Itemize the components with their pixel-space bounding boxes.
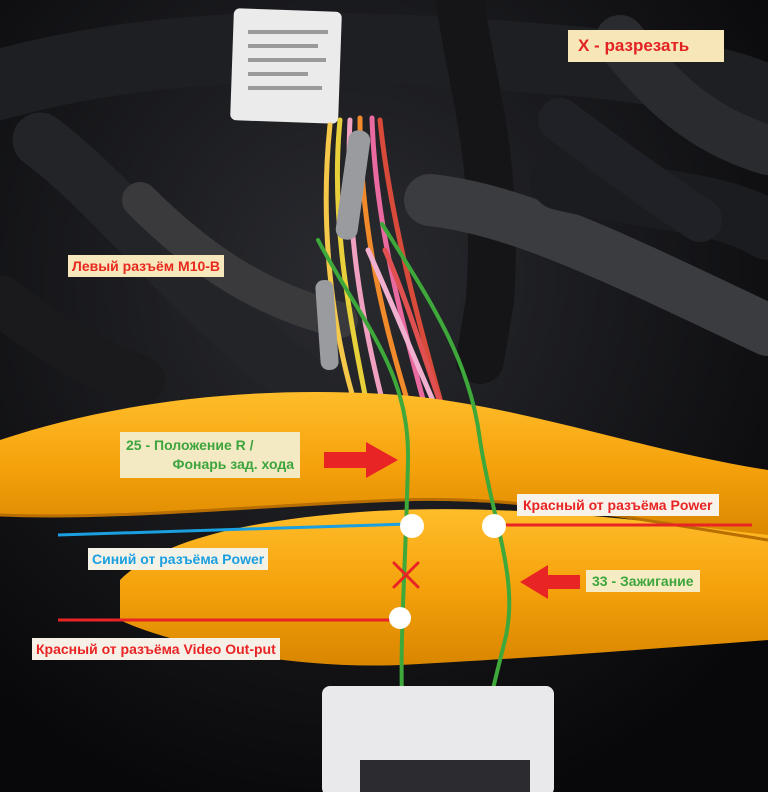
trim-tool-edge: [0, 497, 768, 542]
trim-tool-lower: [120, 509, 768, 666]
reverse-light-label-line1: 25 - Положение R /: [126, 437, 254, 453]
connector-label: [230, 8, 342, 124]
red-power-label: Красный от разъёма Power: [517, 494, 719, 516]
left-connector-label: Левый разъём M10-B: [68, 255, 225, 277]
blue-power-line: [57, 522, 409, 537]
ignition-label: 33 - Зажигание: [586, 570, 700, 592]
red-video-label: Красный от разъёма Video Out-put: [32, 638, 280, 660]
grey-sleeves: [315, 130, 371, 370]
bottom-connector: [322, 686, 554, 792]
background-harness: [0, 0, 768, 408]
green-wires: [316, 222, 512, 722]
arrow-left-icon: [520, 565, 580, 599]
splice-point-power: [482, 514, 506, 538]
reverse-light-label: 25 - Положение R / Фонарь зад. хода: [120, 432, 300, 478]
arrow-right-icon: [324, 442, 398, 478]
splice-point-blue: [400, 514, 424, 538]
reverse-light-label-line2: Фонарь зад. хода: [172, 456, 295, 472]
splice-point-video: [389, 607, 411, 629]
cut-legend-label: X - разрезать: [568, 30, 724, 62]
blue-power-label: Синий от разъёма Power: [88, 548, 269, 570]
cut-x-mark: [392, 561, 420, 589]
